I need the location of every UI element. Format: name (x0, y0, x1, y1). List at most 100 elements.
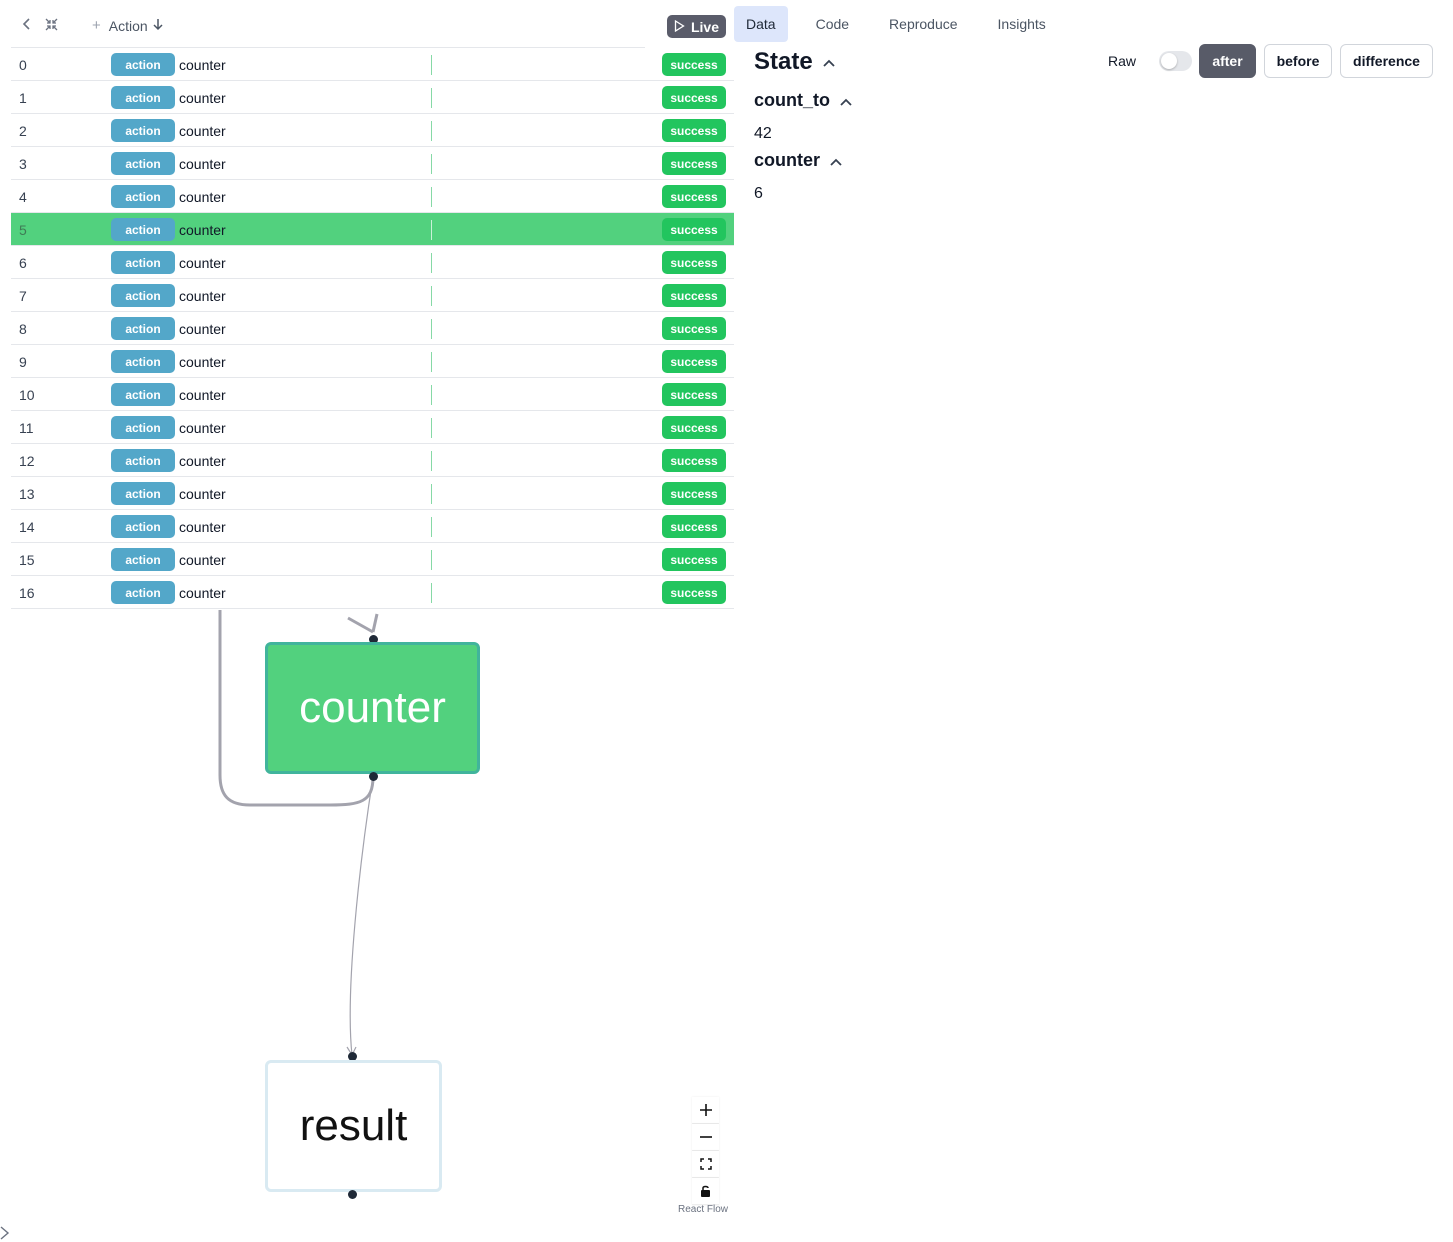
action-tag: action (111, 383, 175, 406)
tab-reproduce[interactable]: Reproduce (889, 16, 958, 32)
row-index: 15 (19, 552, 35, 568)
timeline-divider (431, 352, 432, 372)
action-column-header[interactable]: + Action (92, 17, 164, 34)
tab-insights[interactable]: Insights (997, 16, 1046, 32)
status-badge: success (662, 449, 726, 472)
field-counter-key[interactable]: counter (754, 150, 842, 171)
timeline-divider (431, 88, 432, 108)
action-tag: action (111, 416, 175, 439)
result-output-handle[interactable] (348, 1190, 357, 1199)
timeline-divider (431, 220, 432, 240)
action-name: counter (179, 90, 226, 106)
react-flow-attribution[interactable]: React Flow (678, 1204, 729, 1215)
timeline-divider (431, 154, 432, 174)
row-index: 2 (19, 123, 27, 139)
status-badge: success (662, 515, 726, 538)
loop-arrowhead (347, 613, 379, 634)
lock-icon[interactable] (692, 1178, 719, 1205)
toggle-knob (1161, 53, 1177, 69)
raw-toggle[interactable] (1159, 51, 1192, 71)
action-tag: action (111, 53, 175, 76)
graph-canvas[interactable]: counter result React Flow (0, 610, 734, 1242)
timeline-divider (431, 550, 432, 570)
chevron-up-icon[interactable] (840, 93, 852, 109)
plus-icon: + (92, 17, 101, 34)
zoom-in-icon[interactable] (692, 1097, 719, 1124)
counter-result-edge (349, 776, 374, 1056)
tab-data[interactable]: Data (734, 6, 788, 42)
action-name: counter (179, 552, 226, 568)
action-tag: action (111, 449, 175, 472)
timeline-divider (431, 319, 432, 339)
row-index: 12 (19, 453, 35, 469)
action-name: counter (179, 321, 226, 337)
column-header-label: Action (108, 17, 148, 34)
row-index: 1 (19, 90, 27, 106)
timeline-divider (431, 253, 432, 273)
raw-label: Raw (1108, 53, 1137, 69)
action-name: counter (179, 288, 226, 304)
after-button[interactable]: after (1199, 44, 1256, 78)
chevron-up-icon[interactable] (823, 54, 835, 70)
tab-code[interactable]: Code (815, 16, 850, 32)
toolbar-divider (11, 47, 645, 48)
status-badge: success (662, 152, 726, 175)
status-badge: success (662, 218, 726, 241)
result-input-handle[interactable] (348, 1052, 357, 1061)
action-name: counter (179, 585, 226, 601)
counter-input-handle[interactable] (369, 635, 378, 644)
result-node[interactable]: result (265, 1060, 442, 1192)
row-index: 0 (19, 57, 27, 73)
action-name: counter (179, 453, 226, 469)
status-badge: success (662, 581, 726, 604)
action-name: counter (179, 156, 226, 172)
graph-controls (692, 1097, 719, 1205)
status-badge: success (662, 383, 726, 406)
timeline-divider (431, 583, 432, 603)
action-tag: action (111, 86, 175, 109)
difference-button[interactable]: difference (1340, 44, 1433, 78)
state-section-header[interactable]: State (754, 48, 835, 76)
action-name: counter (179, 57, 226, 73)
row-index: 3 (19, 156, 27, 172)
status-badge: success (662, 251, 726, 274)
counter-node-label: counter (299, 683, 446, 732)
field-counter-value: 6 (754, 185, 763, 202)
chevron-left-icon[interactable] (17, 14, 37, 34)
status-badge: success (662, 548, 726, 571)
timeline-divider (431, 385, 432, 405)
action-tag: action (111, 218, 175, 241)
action-tag: action (111, 317, 175, 340)
action-name: counter (179, 486, 226, 502)
counter-output-handle[interactable] (369, 772, 378, 781)
field-count-to-key[interactable]: count_to (754, 90, 852, 111)
self-loop-edge (218, 610, 375, 807)
counter-node[interactable]: counter (265, 642, 480, 774)
expand-panel-icon[interactable] (0, 1226, 10, 1242)
fit-view-icon[interactable] (692, 1151, 719, 1178)
live-button[interactable]: Live (667, 15, 726, 38)
zoom-out-icon[interactable] (692, 1124, 719, 1151)
collapse-icon[interactable] (41, 14, 61, 34)
field-key-label: count_to (754, 90, 830, 110)
chevron-up-icon[interactable] (830, 153, 842, 169)
action-tag: action (111, 119, 175, 142)
before-button[interactable]: before (1264, 44, 1332, 78)
